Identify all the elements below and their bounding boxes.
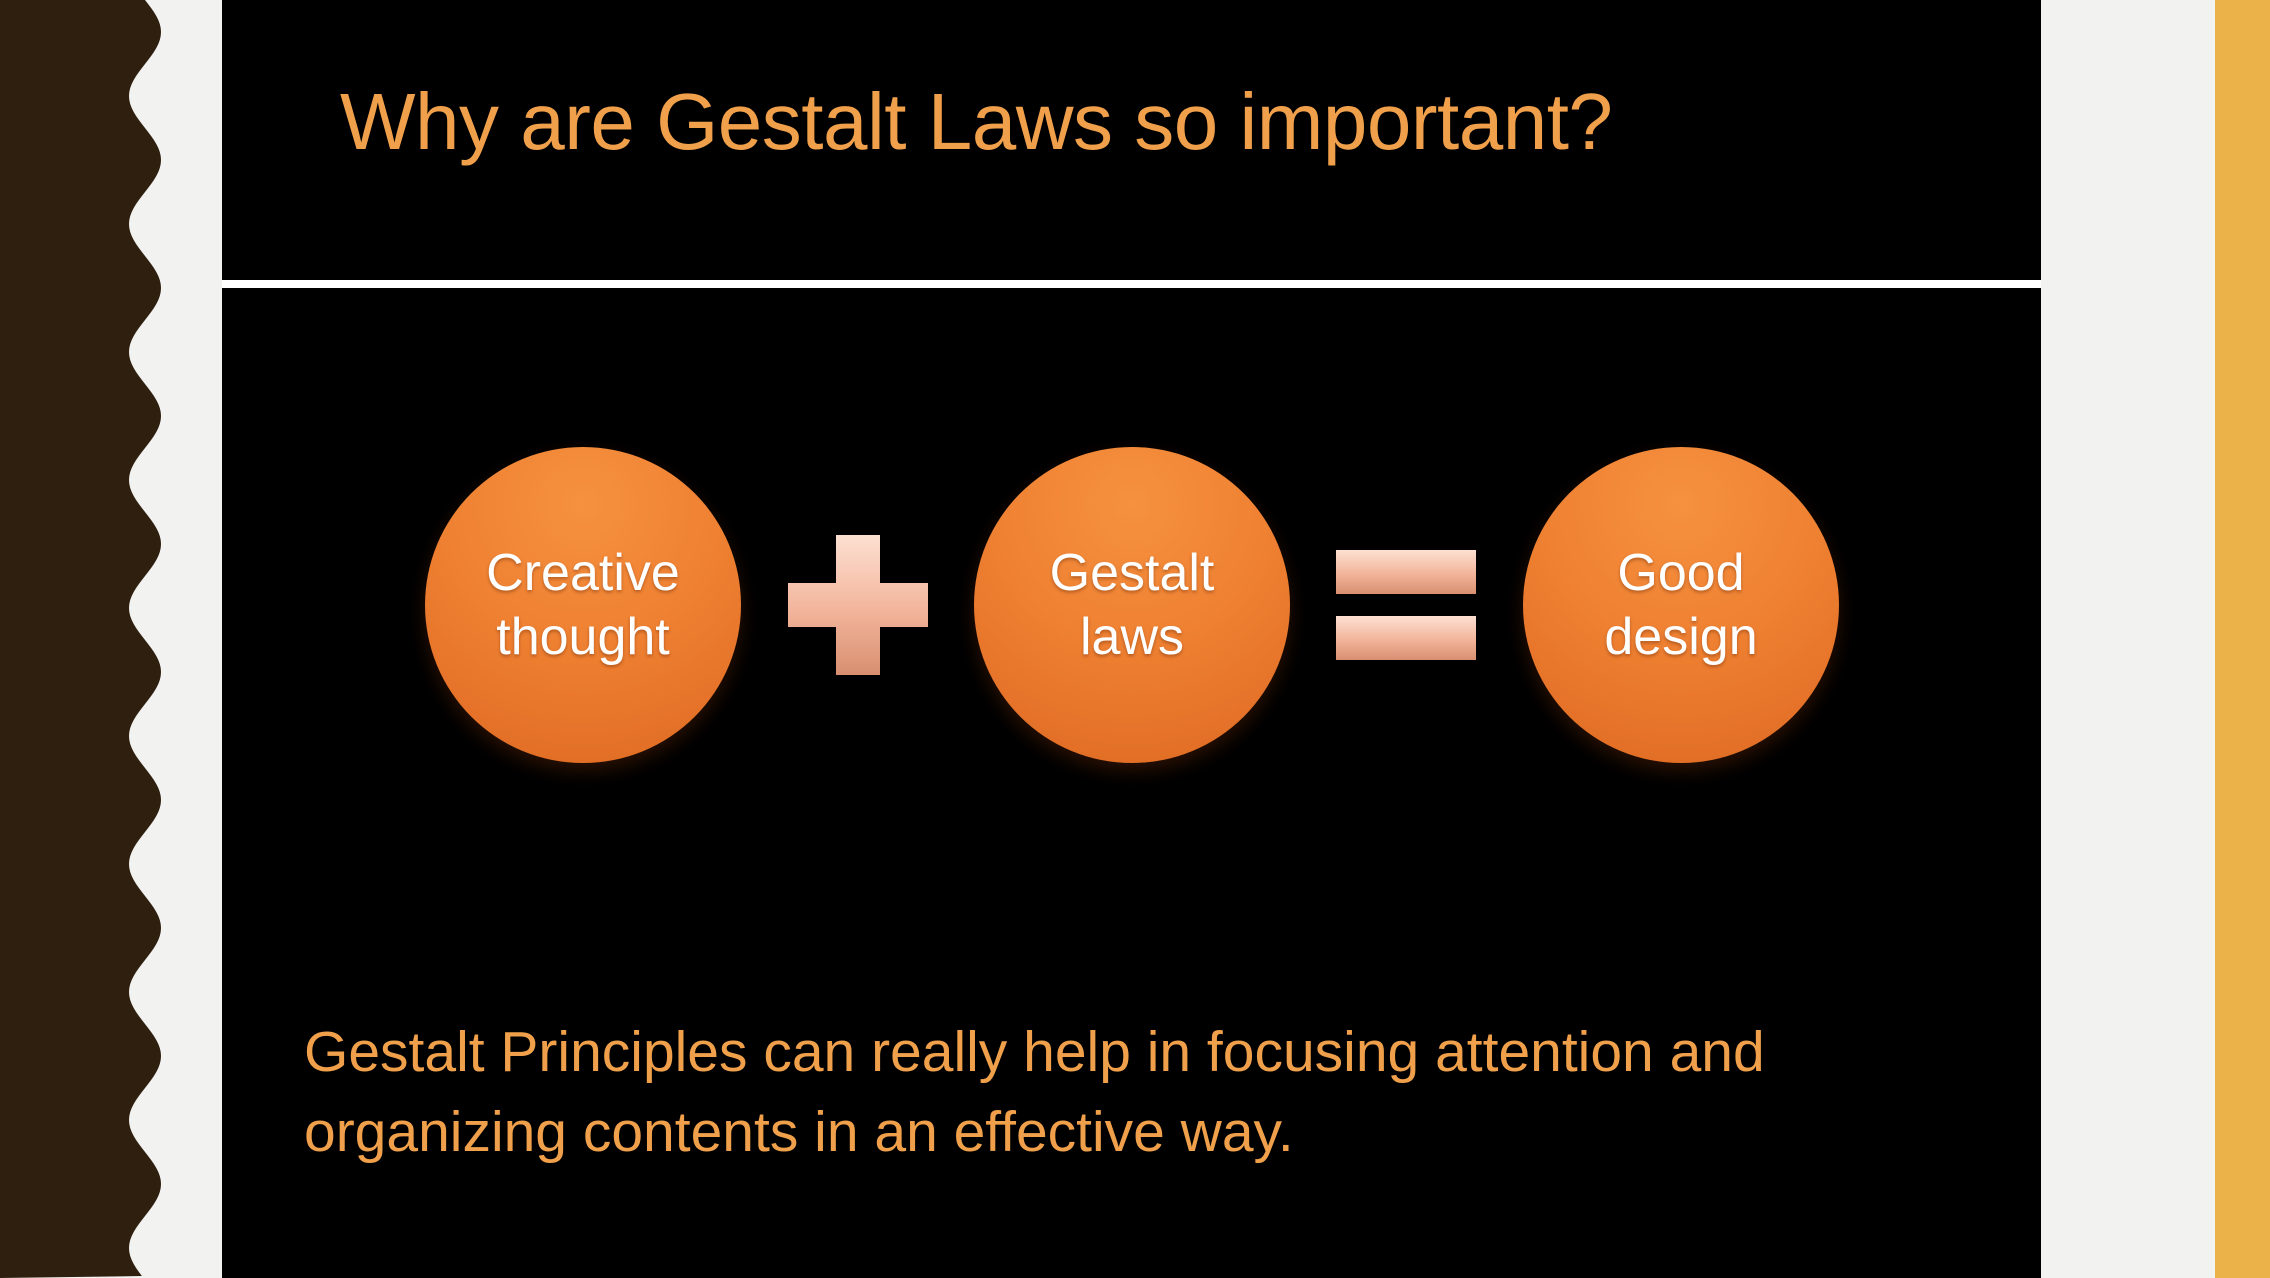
good-design-circle: Good design: [1523, 447, 1839, 763]
wavy-left-border: [0, 0, 161, 1278]
title-divider: [222, 280, 2041, 288]
slide-body-text: Gestalt Principles can really help in fo…: [304, 1020, 1765, 1164]
slide: Why are Gestalt Laws so important? Creat…: [222, 0, 2041, 1278]
good-design-label: Good design: [1604, 544, 1758, 666]
equals-icon: [1336, 550, 1476, 660]
gestalt-laws-circle: Gestalt laws: [974, 447, 1290, 763]
slide-title: Why are Gestalt Laws so important?: [340, 77, 1613, 166]
plus-icon: [788, 535, 928, 675]
gestalt-laws-label: Gestalt laws: [1049, 544, 1215, 666]
right-accent-bar: [2215, 0, 2270, 1278]
creative-thought-label: Creative thought: [486, 544, 680, 666]
creative-thought-circle: Creative thought: [425, 447, 741, 763]
